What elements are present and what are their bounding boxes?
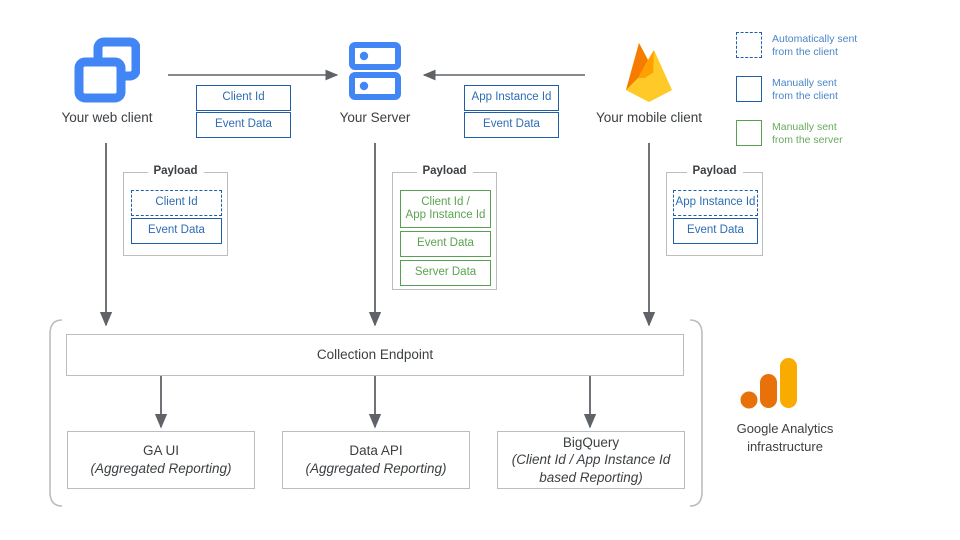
output-box-data-api: Data API (Aggregated Reporting)	[282, 431, 470, 489]
payload-server-item-event-data: Event Data	[400, 231, 491, 257]
google-analytics-logo	[740, 358, 797, 409]
legend-item-manual-client-label: Manually sent from the client	[772, 77, 838, 103]
legend-item-manual-client: Manually sent from the client	[736, 76, 857, 108]
payload-mobile-item-app-instance-id: App Instance Id	[673, 190, 758, 216]
solid-green-square-icon	[736, 120, 762, 146]
output-ga-ui-subtitle: (Aggregated Reporting)	[90, 461, 232, 476]
output-box-bigquery: BigQuery (Client Id / App Instance Id ba…	[497, 431, 685, 489]
output-box-ga-ui: GA UI (Aggregated Reporting)	[67, 431, 255, 489]
payload-server: Payload Client Id / App Instance Id Even…	[392, 165, 497, 290]
server-rack-icon	[349, 42, 401, 100]
ga-infrastructure-caption: Google Analytics infrastructure	[736, 421, 834, 454]
payload-server-title: Payload	[416, 165, 473, 177]
browser-windows-icon	[74, 37, 140, 103]
legend-item-auto-client: Automatically sent from the client	[736, 32, 857, 64]
chip-mobile-event-data: Event Data	[464, 112, 559, 138]
dashed-blue-square-icon	[736, 32, 762, 58]
payload-web-item-client-id: Client Id	[131, 190, 222, 216]
collection-endpoint-box: Collection Endpoint	[66, 334, 684, 376]
payload-mobile-client-title: Payload	[686, 165, 743, 177]
payload-web-item-event-data: Event Data	[131, 218, 222, 244]
payload-mobile-client: Payload App Instance Id Event Data	[666, 165, 763, 256]
infrastructure-bracket-right	[689, 319, 703, 507]
web-client-label: Your web client	[61, 110, 153, 125]
collection-endpoint-label: Collection Endpoint	[316, 347, 434, 363]
mobile-client-label: Your mobile client	[595, 110, 703, 125]
payload-server-item-client-or-app-id-text: Client Id / App Instance Id	[405, 195, 486, 221]
legend-item-manual-server-label: Manually sent from the server	[772, 121, 843, 147]
payload-mobile-item-event-data: Event Data	[673, 218, 758, 244]
payload-server-item-client-or-app-id: Client Id / App Instance Id	[400, 190, 491, 228]
legend-item-manual-server: Manually sent from the server	[736, 120, 857, 152]
infrastructure-bracket-left	[49, 319, 63, 507]
chip-web-client-id: Client Id	[196, 85, 291, 111]
output-data-api-title: Data API	[349, 443, 403, 459]
solid-blue-square-icon	[736, 76, 762, 102]
payload-server-item-server-data: Server Data	[400, 260, 491, 286]
payload-web-client-title: Payload	[147, 165, 204, 177]
payload-web-client: Payload Client Id Event Data	[123, 165, 228, 256]
output-bigquery-subtitle: (Client Id / App Instance Id based Repor…	[511, 452, 671, 485]
firebase-flame-icon	[626, 43, 672, 102]
legend-item-auto-client-label: Automatically sent from the client	[772, 33, 858, 59]
server-label: Your Server	[339, 110, 411, 125]
output-ga-ui-title: GA UI	[142, 443, 179, 459]
output-data-api-subtitle: (Aggregated Reporting)	[305, 461, 447, 476]
output-bigquery-title: BigQuery	[562, 434, 620, 450]
legend: Automatically sent from the client Manua…	[736, 32, 857, 164]
chip-web-event-data: Event Data	[196, 112, 291, 138]
chip-mobile-app-instance-id: App Instance Id	[464, 85, 559, 111]
